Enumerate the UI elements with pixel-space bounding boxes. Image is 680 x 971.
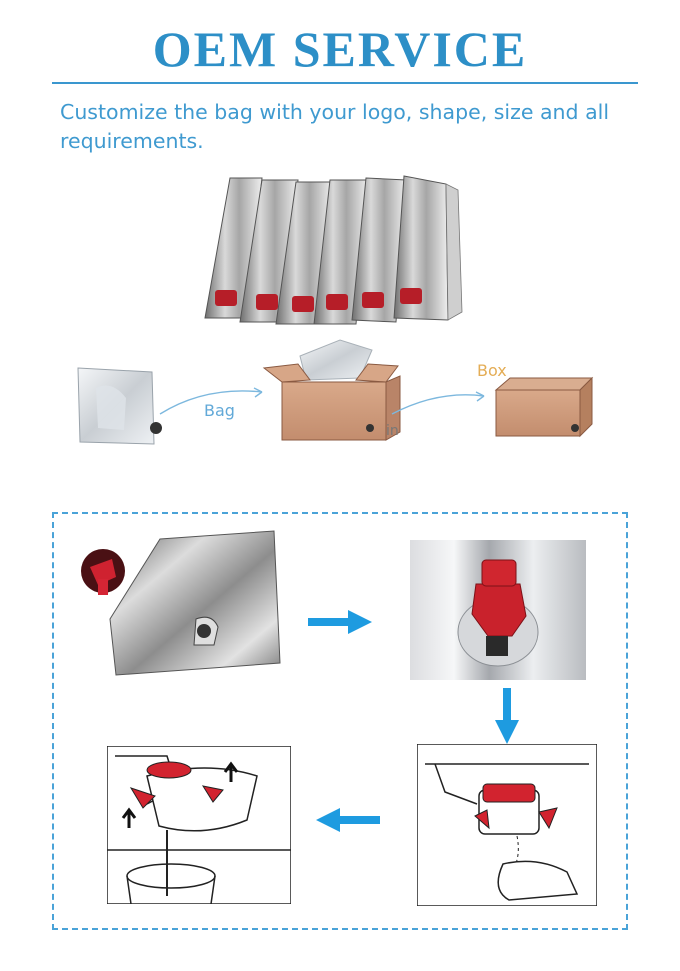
fanned-bag-4 xyxy=(313,179,369,325)
usage-steps-frame xyxy=(52,512,628,930)
flow-arrow-bag xyxy=(159,390,263,415)
bag-label: Bag xyxy=(204,401,235,420)
step-spout-closeup-image xyxy=(410,540,586,680)
step-pull-tab-diagram xyxy=(417,744,597,906)
page-title: OEM SERVICE xyxy=(152,21,528,77)
in-label: in xyxy=(386,423,399,439)
fanned-bag-5 xyxy=(351,177,407,323)
bag-in-box-illustration xyxy=(77,175,594,445)
closed-box-image xyxy=(494,376,594,438)
step-bag-with-spout-image xyxy=(76,527,286,677)
box-label: Box xyxy=(477,361,507,380)
arrow-right-icon xyxy=(308,610,372,634)
arrow-down-icon xyxy=(495,688,519,744)
page-subtitle: Customize the bag with your logo, shape,… xyxy=(60,100,610,153)
fanned-bag-6 xyxy=(393,175,449,321)
single-bag-image xyxy=(77,367,162,445)
step-press-to-pour-diagram xyxy=(107,746,291,904)
flow-arrow-in xyxy=(391,394,485,415)
fanned-bags-group xyxy=(204,175,463,325)
open-box-image xyxy=(262,339,401,441)
title-divider xyxy=(52,82,638,84)
arrow-left-icon xyxy=(316,808,380,832)
